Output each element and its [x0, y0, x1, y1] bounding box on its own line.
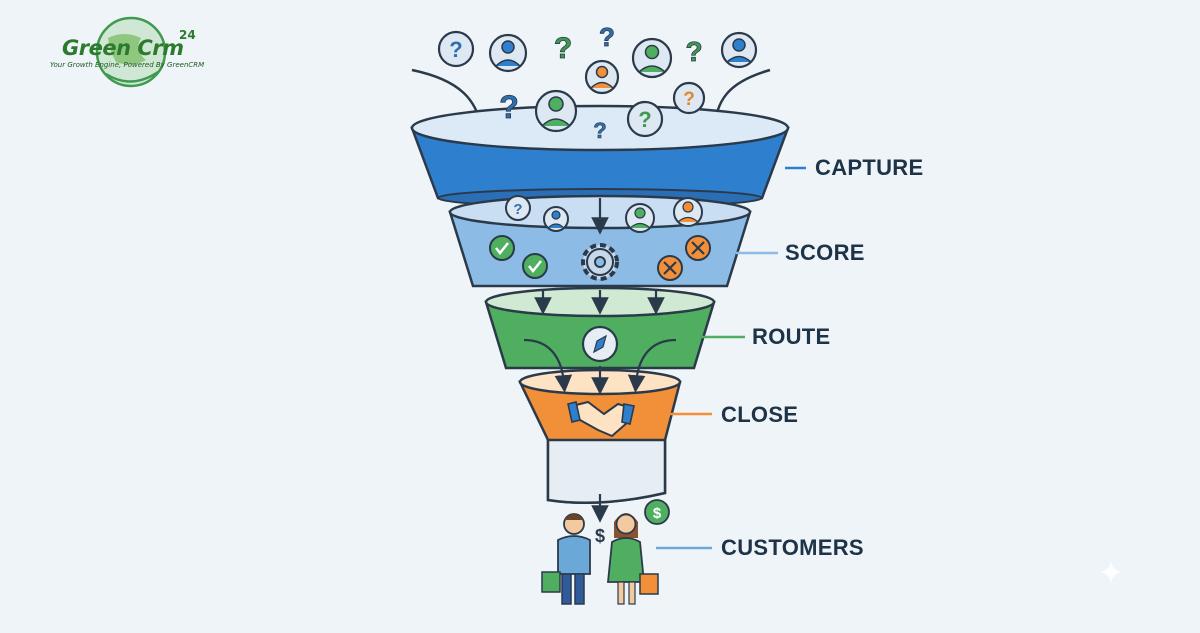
dollar-speech-bubble-icon: $ [644, 499, 670, 525]
lead-question-icon: ? [553, 32, 572, 66]
brand-name: Green Crm [62, 36, 184, 60]
svg-text:?: ? [683, 89, 695, 110]
check-icon [522, 253, 548, 279]
rim-avatar-icon [625, 203, 655, 233]
globe-icon [95, 16, 167, 88]
lead-question-icon: ? [685, 36, 703, 68]
stage-label-close: CLOSE [721, 402, 799, 427]
svg-text:?: ? [593, 118, 606, 143]
stage-label-capture: CAPTURE [815, 155, 924, 180]
stage-label-customers: CUSTOMERS [721, 535, 864, 560]
stage-label-route: ROUTE [752, 324, 831, 349]
cross-icon [685, 235, 711, 261]
lead-avatar-icon [720, 31, 758, 69]
lead-avatar-icon [584, 59, 620, 95]
lead-avatar-icon [631, 37, 673, 79]
lead-question-icon: ? [599, 22, 616, 53]
stage-label-score: SCORE [785, 240, 865, 265]
svg-text:?: ? [638, 107, 651, 132]
customer-woman-figure [607, 513, 659, 605]
customer-man-figure [541, 513, 591, 605]
svg-text:?: ? [513, 201, 522, 218]
gear-icon [581, 243, 619, 281]
rim-avatar-icon [543, 206, 569, 232]
rim-question-icon: ? [505, 195, 531, 221]
brand-logo: Green Crm 24 Your Growth Engine, Powered… [46, 16, 206, 94]
lead-question-icon: ? [593, 118, 607, 144]
check-icon [489, 235, 515, 261]
brand-superscript: 24 [179, 28, 196, 42]
svg-text:?: ? [685, 36, 702, 67]
rim-avatar-icon [673, 197, 703, 227]
lead-avatar-icon [534, 89, 578, 133]
svg-text:$: $ [653, 505, 662, 522]
cross-icon [657, 255, 683, 281]
lead-question-icon: ? [672, 81, 706, 115]
close-segment [518, 368, 682, 505]
handshake-icon [567, 400, 635, 438]
capture-segment [410, 104, 790, 208]
lead-avatar-icon [488, 33, 528, 73]
brand-tagline: Your Growth Engine, Powered By GreenCRM [50, 61, 205, 69]
dollar-icon: $ [595, 526, 605, 546]
svg-text:?: ? [599, 22, 615, 52]
lead-question-icon: ? [437, 30, 475, 68]
lead-question-icon: ? [499, 89, 519, 126]
lead-question-icon: ? [626, 100, 664, 138]
svg-text:?: ? [554, 32, 572, 65]
svg-text:?: ? [449, 37, 462, 62]
flow-arrows [523, 198, 677, 523]
svg-text:?: ? [499, 89, 519, 125]
sparkle-icon [1099, 560, 1123, 584]
svg-text:$: $ [595, 526, 605, 546]
compass-icon [581, 325, 619, 363]
